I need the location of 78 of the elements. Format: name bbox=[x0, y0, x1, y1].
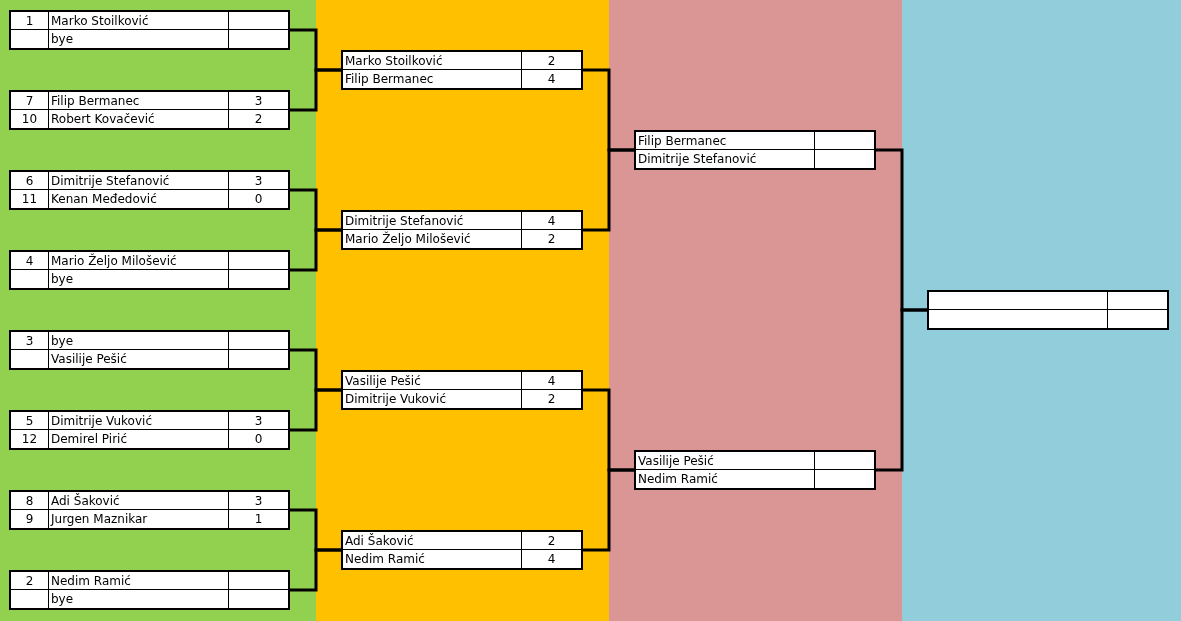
score-value: 0 bbox=[254, 432, 263, 446]
player-name: Robert Kovačević bbox=[51, 112, 155, 126]
match-box bbox=[341, 370, 583, 410]
player-name: Nedim Ramić bbox=[345, 552, 425, 566]
score-value: 2 bbox=[547, 53, 556, 68]
bracket-line bbox=[583, 468, 634, 552]
score-value: 4 bbox=[547, 213, 556, 228]
player-name: Dimitrije Stefanović bbox=[51, 173, 170, 188]
player-name: bye bbox=[51, 272, 74, 286]
player-name: Filip Bermanec bbox=[51, 93, 140, 108]
player-name: Adi Šaković bbox=[51, 493, 120, 508]
score-value: 4 bbox=[547, 373, 556, 388]
seed-number: 4 bbox=[25, 253, 34, 268]
score-value: 3 bbox=[254, 93, 263, 108]
player-name: Marko Stoilković bbox=[51, 13, 149, 28]
score-value: 2 bbox=[547, 392, 556, 406]
player-name: Mario Željo Milošević bbox=[345, 232, 471, 246]
score-value: 3 bbox=[254, 493, 263, 508]
seed-number: 8 bbox=[25, 493, 34, 508]
match-box bbox=[9, 570, 290, 610]
player-name: Marko Stoilković bbox=[345, 53, 443, 68]
match-box bbox=[341, 530, 583, 570]
player-name: bye bbox=[51, 592, 74, 606]
match-box bbox=[9, 410, 290, 450]
match-box bbox=[9, 10, 290, 50]
seed-number: 2 bbox=[25, 573, 34, 588]
score-value: 0 bbox=[254, 192, 263, 206]
player-name: Kenan Međedović bbox=[51, 192, 157, 206]
match-box bbox=[9, 90, 290, 130]
player-name: Adi Šaković bbox=[345, 533, 414, 548]
player-name: Filip Bermanec bbox=[638, 133, 727, 148]
match-box bbox=[341, 50, 583, 90]
bracket-line bbox=[290, 228, 341, 272]
bracket-line bbox=[290, 388, 341, 432]
player-name: bye bbox=[51, 333, 74, 348]
seed-number: 1 bbox=[25, 13, 34, 28]
player-name: Vasilije Pešić bbox=[51, 352, 127, 366]
player-name: Dimitrije Vuković bbox=[345, 392, 446, 406]
match-box bbox=[341, 210, 583, 250]
seed-number: 10 bbox=[21, 112, 38, 126]
match-box bbox=[927, 290, 1169, 330]
player-name: Dimitrije Vuković bbox=[51, 413, 152, 428]
player-name: Dimitrije Stefanović bbox=[345, 213, 464, 228]
seed-number: 9 bbox=[25, 512, 34, 526]
seed-number: 7 bbox=[25, 93, 34, 108]
score-value: 2 bbox=[547, 232, 556, 246]
match-box bbox=[9, 330, 290, 370]
match-box bbox=[9, 490, 290, 530]
score-value: 2 bbox=[254, 112, 263, 126]
seed-number: 12 bbox=[21, 432, 38, 446]
bracket-line bbox=[290, 548, 341, 592]
player-name: Mario Željo Milošević bbox=[51, 253, 177, 268]
player-name: Nedim Ramić bbox=[51, 573, 131, 588]
score-value: 1 bbox=[254, 512, 263, 526]
score-value: 3 bbox=[254, 413, 263, 428]
bracket-line bbox=[876, 308, 927, 472]
player-name: Vasilije Pešić bbox=[345, 373, 421, 388]
score-value: 3 bbox=[254, 173, 263, 188]
player-name: Jurgen Maznikar bbox=[51, 512, 148, 526]
seed-number: 11 bbox=[21, 192, 38, 206]
player-name: Vasilije Pešić bbox=[638, 453, 714, 468]
score-value: 4 bbox=[547, 72, 556, 86]
player-name: Nedim Ramić bbox=[638, 472, 718, 486]
bracket-line bbox=[290, 68, 341, 112]
score-value: 4 bbox=[547, 552, 556, 566]
seed-number: 3 bbox=[25, 333, 34, 348]
score-value: 2 bbox=[547, 533, 556, 548]
seed-number: 6 bbox=[25, 173, 34, 188]
player-name: Dimitrije Stefanović bbox=[638, 152, 757, 166]
match-box bbox=[9, 170, 290, 210]
bracket-line bbox=[583, 148, 634, 232]
match-box bbox=[9, 250, 290, 290]
seed-number: 5 bbox=[25, 413, 34, 428]
match-box bbox=[634, 130, 876, 170]
match-box bbox=[634, 450, 876, 490]
player-name: bye bbox=[51, 32, 74, 46]
player-name: Filip Bermanec bbox=[345, 72, 434, 86]
player-name: Demirel Pirić bbox=[51, 432, 128, 446]
